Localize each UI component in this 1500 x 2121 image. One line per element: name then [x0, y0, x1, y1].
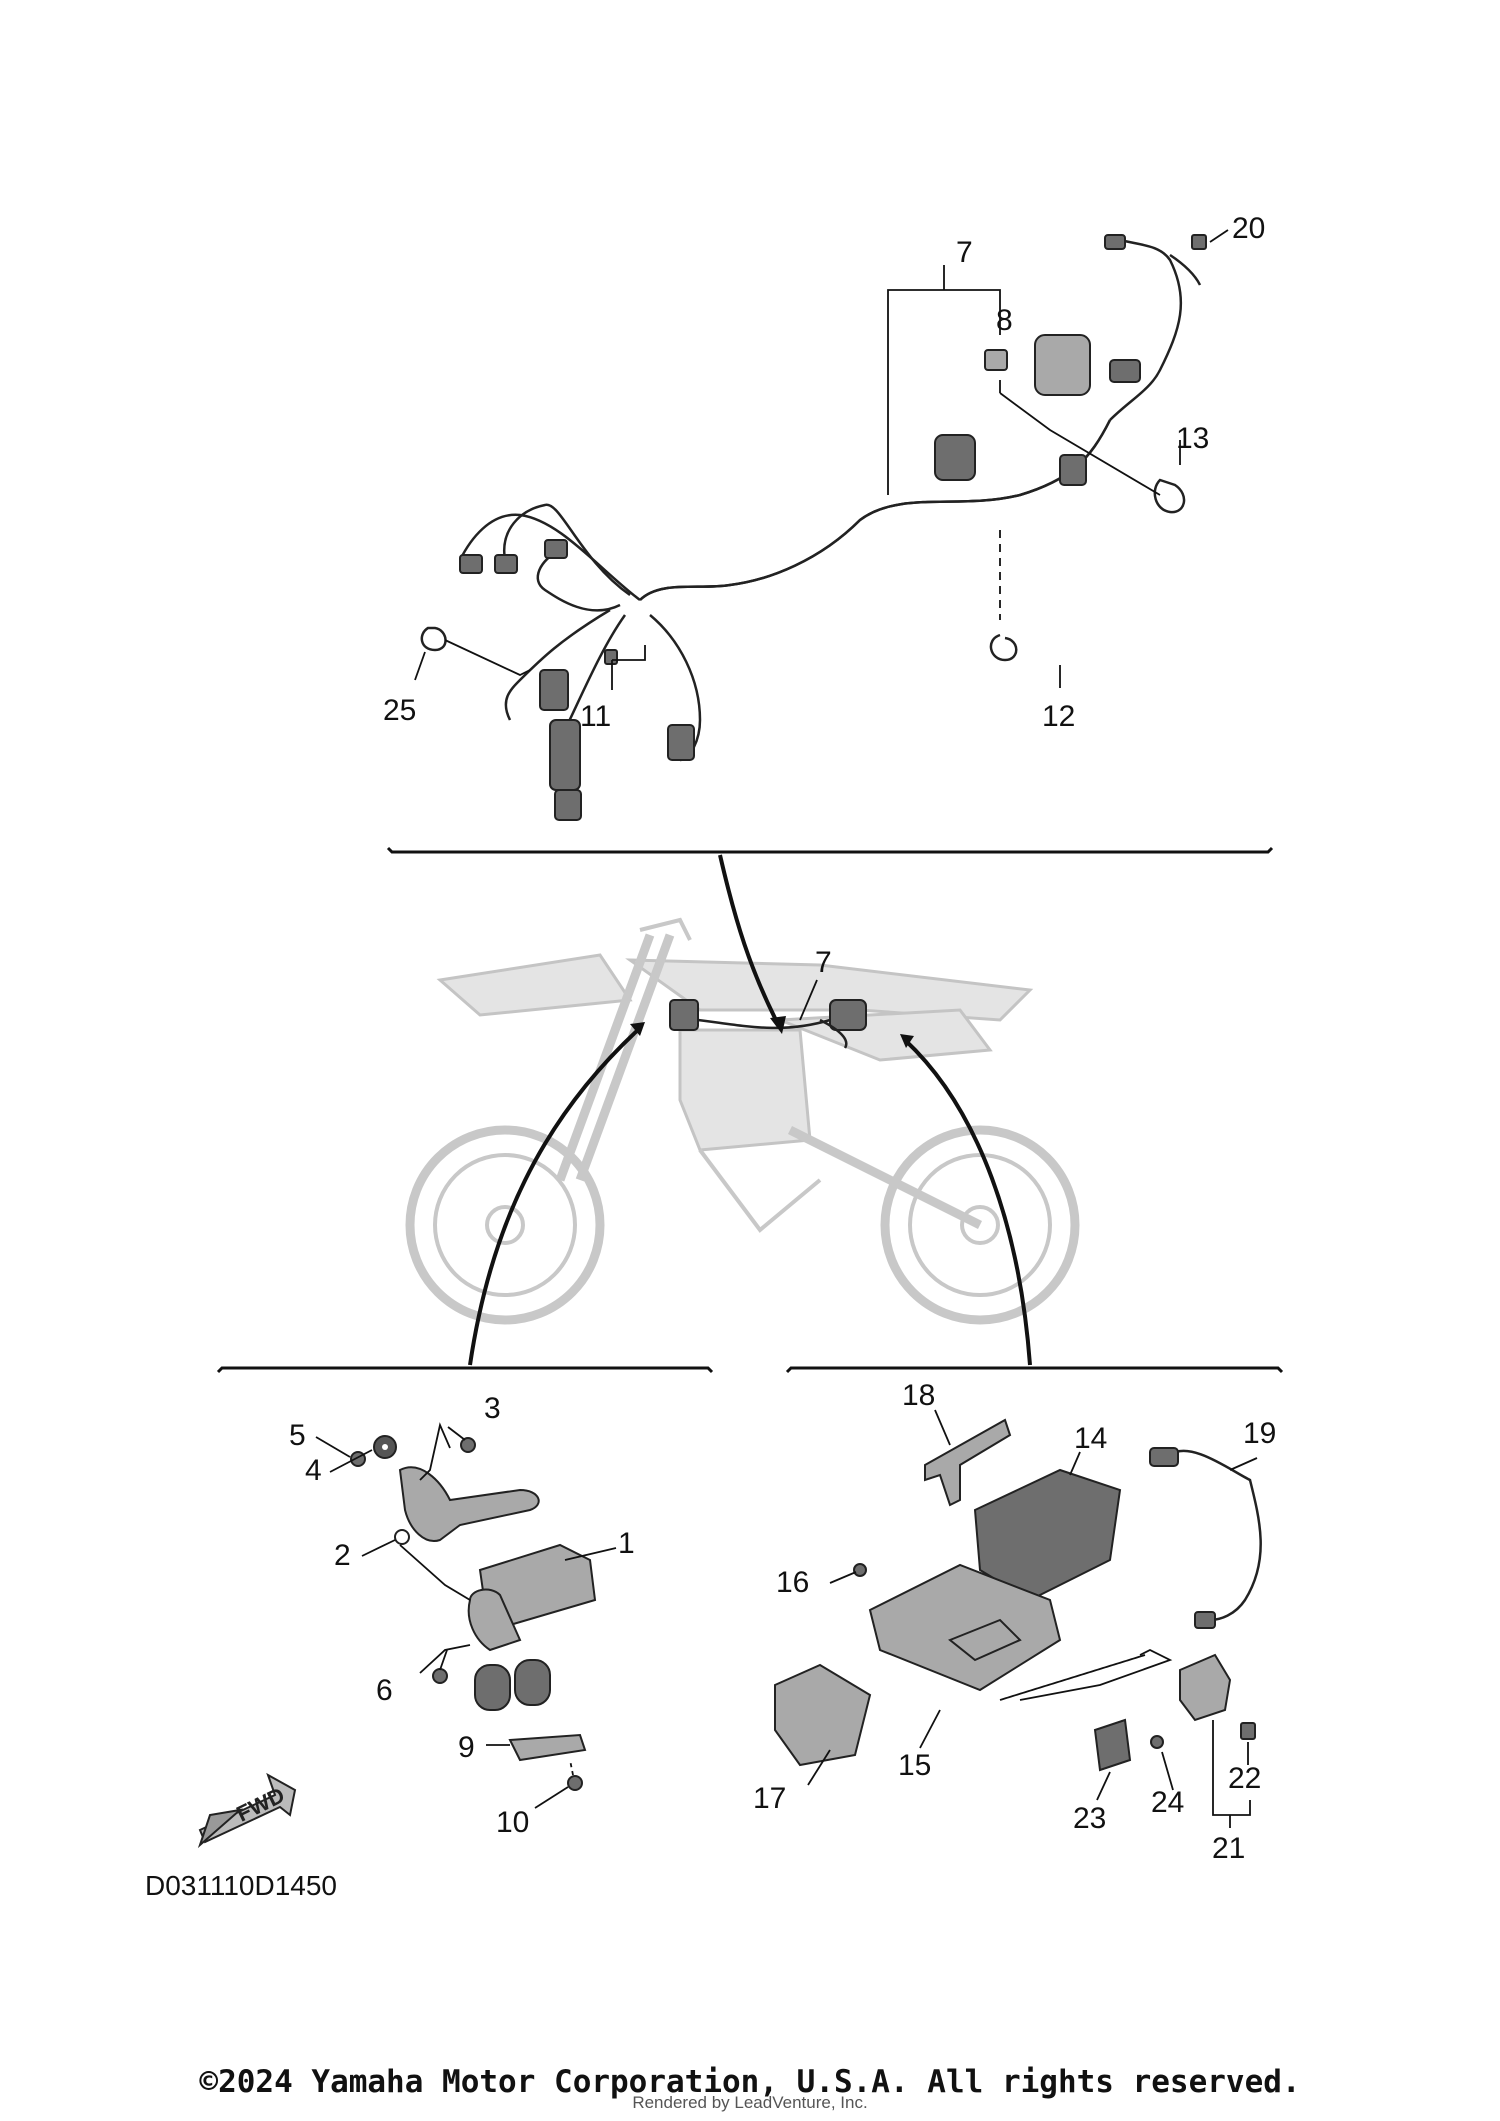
callout-14: 14 [1074, 1422, 1107, 1455]
callout-11: 11 [580, 700, 611, 733]
right-parts-group [774, 1409, 1262, 1828]
callout-19: 19 [1243, 1417, 1276, 1450]
callout-8: 8 [996, 304, 1013, 337]
callout-17: 17 [753, 1782, 786, 1815]
callout-1: 1 [618, 1527, 635, 1560]
left-parts-group [315, 1422, 617, 1809]
right-section-bracket [785, 1366, 1284, 1374]
arrow-to-left-group [468, 1026, 642, 1366]
top-section-bracket [386, 846, 1274, 854]
arrow-to-right-group [903, 1038, 1032, 1366]
callout-21: 21 [1212, 1832, 1245, 1865]
callout-3: 3 [484, 1392, 501, 1425]
wire-harness-group [414, 229, 1229, 821]
arrow-to-harness [718, 854, 782, 1029]
callout-2: 2 [334, 1539, 351, 1572]
motorcycle-outline [405, 917, 1080, 1325]
callout-25: 25 [383, 694, 416, 727]
callout-18: 18 [902, 1379, 935, 1412]
callout-13: 13 [1176, 422, 1209, 455]
fwd-label: FWD [233, 1782, 289, 1826]
callout-22: 22 [1228, 1762, 1261, 1795]
callout-20: 20 [1232, 212, 1265, 245]
callout-9: 9 [458, 1731, 475, 1764]
callout-4: 4 [305, 1454, 322, 1487]
fwd-arrow-icon: FWD [197, 1772, 297, 1849]
callout-7-bike: 7 [815, 946, 832, 979]
callout-10: 10 [496, 1806, 529, 1839]
callout-24: 24 [1151, 1786, 1184, 1819]
diagram-code: D031110D1450 [145, 1870, 337, 1901]
callout-15: 15 [898, 1749, 931, 1782]
callout-7-top: 7 [956, 236, 973, 269]
left-section-bracket [216, 1366, 714, 1374]
callout-16: 16 [776, 1566, 809, 1599]
copyright-notice: ©2024 Yamaha Motor Corporation, U.S.A. A… [199, 2064, 1301, 2100]
callout-5: 5 [289, 1419, 306, 1452]
render-watermark: Rendered by LeadVenture, Inc. [632, 2093, 868, 2112]
callout-23: 23 [1073, 1802, 1106, 1835]
callout-6: 6 [376, 1674, 393, 1707]
callout-12: 12 [1042, 700, 1075, 733]
